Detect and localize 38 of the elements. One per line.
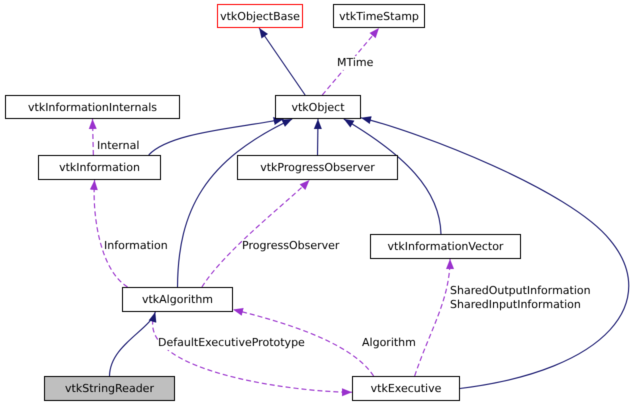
- class-name: vtkObject: [291, 100, 345, 114]
- class-name: vtkInformationInternals: [28, 100, 157, 114]
- class-box: [352, 376, 460, 401]
- class-name: vtkStringReader: [65, 382, 154, 395]
- class-name: vtkExecutive: [370, 382, 442, 395]
- dashed-arrow: [322, 28, 380, 96]
- class-box: [38, 155, 161, 180]
- dashed-arrow: [90, 180, 128, 288]
- edge-label: Algorithm: [362, 336, 416, 350]
- class-name: vtkAlgorithm: [142, 293, 214, 306]
- class-box: [333, 4, 425, 28]
- edge-label: Information: [104, 239, 168, 253]
- edge-label: DefaultExecutivePrototype: [158, 336, 305, 350]
- class-box: [122, 287, 233, 312]
- class-name: vtkTimeStamp: [339, 10, 419, 22]
- dashed-arrow: [414, 258, 454, 376]
- arrow: [258, 28, 306, 96]
- class-name: vtkObjectBase: [220, 10, 300, 22]
- arrow: [314, 119, 322, 155]
- dashed-arrow: [201, 180, 310, 288]
- edge-label: ProgressObserver: [242, 239, 340, 253]
- class-name: vtkProgressObserver: [260, 161, 375, 174]
- class-box: [370, 234, 521, 259]
- dashed-arrow: [232, 308, 374, 376]
- arrow: [344, 118, 442, 234]
- class-box: [217, 4, 303, 28]
- arrow: [176, 118, 292, 288]
- dashed-arrow: [88, 118, 97, 156]
- class-name: vtkInformationVector: [388, 240, 504, 253]
- class-box: [275, 95, 361, 119]
- class-box: [237, 155, 398, 180]
- edge-label: MTime: [337, 56, 374, 70]
- arrow: [148, 116, 284, 156]
- class-box: [44, 376, 175, 401]
- class-name: vtkInformation: [59, 161, 140, 174]
- arrow: [360, 116, 630, 390]
- class-box: [5, 95, 180, 119]
- arrow: [108, 312, 156, 376]
